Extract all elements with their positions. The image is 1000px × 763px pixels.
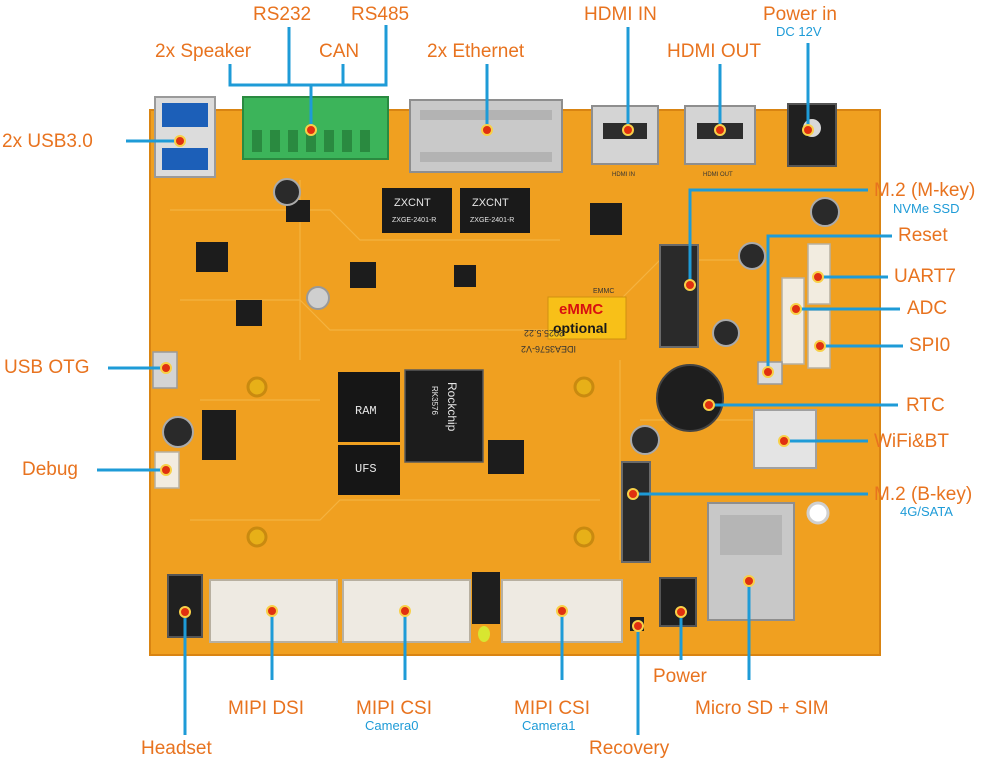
label-usb3: 2x USB3.0	[2, 131, 93, 152]
markers	[160, 124, 826, 632]
label-adc: ADC	[907, 298, 948, 319]
label-rs485: RS485	[351, 4, 410, 25]
mounting-holes	[246, 286, 830, 548]
m2-m-key-slot	[659, 244, 699, 348]
emmc-badge	[547, 296, 627, 340]
emmc-silk: EMMC	[593, 288, 614, 295]
label-debug: Debug	[22, 459, 78, 480]
label-mipi-csi1: MIPI CSI	[514, 698, 591, 719]
label-spi0: SPI0	[909, 335, 951, 356]
label-mipi-csi0: MIPI CSI	[356, 698, 433, 719]
label-mipi-csi0-sub: Camera0	[365, 718, 419, 733]
label-recovery: Recovery	[589, 738, 670, 759]
label-power-in: Power in	[763, 4, 837, 25]
emmc-badge-line2: optional	[553, 320, 607, 336]
m2-b-key-slot	[621, 461, 651, 563]
camera-led	[472, 572, 500, 624]
ufs-label: UFS	[355, 462, 377, 476]
ethernet-chip-2-label: ZXCNT	[472, 197, 509, 209]
adc-header	[781, 277, 805, 365]
hdmi-in-silk: HDMI IN	[612, 172, 635, 178]
spi0-header	[807, 309, 831, 369]
ethernet-chip-2	[460, 188, 530, 233]
label-m2-b-key: M.2 (B-key)	[874, 484, 973, 505]
ethernet-chip-1-part: ZXGE-2401-R	[392, 217, 436, 224]
label-can: CAN	[319, 41, 360, 62]
label-m2-m-key-sub: NVMe SSD	[893, 201, 960, 216]
label-power: Power	[653, 666, 707, 687]
ethernet-chip-1-label: ZXCNT	[394, 197, 431, 209]
label-usb-otg: USB OTG	[4, 357, 90, 378]
ram-label: RAM	[355, 404, 377, 418]
label-headset: Headset	[141, 738, 212, 759]
ethernet-chip-2-part: ZXGE-2401-R	[470, 217, 514, 224]
label-speaker: 2x Speaker	[155, 41, 252, 62]
label-hdmi-in: HDMI IN	[584, 4, 657, 25]
soc-brand: Rockchip	[445, 382, 459, 432]
ram-chip	[338, 372, 400, 442]
leader-lines	[97, 25, 903, 735]
label-reset: Reset	[898, 225, 948, 246]
rtc-battery	[656, 364, 724, 432]
label-wifi-bt: WiFi&BT	[874, 431, 949, 452]
label-m2-m-key: M.2 (M-key)	[874, 180, 976, 201]
label-mipi-csi1-sub: Camera1	[522, 718, 576, 733]
label-power-in-sub: DC 12V	[776, 24, 822, 39]
hdmi-out-silk: HDMI OUT	[703, 172, 733, 178]
pmic-chip	[488, 440, 524, 474]
label-uart7: UART7	[894, 266, 956, 287]
soc-model: RK3576	[430, 386, 439, 415]
label-hdmi-out: HDMI OUT	[667, 41, 761, 62]
label-microsd-sim: Micro SD + SIM	[695, 698, 829, 719]
ufs-chip	[338, 445, 400, 495]
label-ethernet: 2x Ethernet	[427, 41, 525, 62]
label-rs232: RS232	[253, 4, 312, 25]
label-rtc: RTC	[906, 395, 945, 416]
silkscreen-date: 2025.5.22	[524, 328, 564, 338]
capacitors	[162, 178, 840, 455]
dc-jack	[787, 103, 837, 167]
ethernet-chip-1	[382, 188, 452, 233]
silkscreen-model: IDEA3576-V2	[521, 344, 576, 354]
power-switch	[659, 577, 697, 627]
soc-chip	[404, 369, 484, 463]
emmc-badge-line1: eMMC	[559, 301, 603, 318]
label-mipi-dsi: MIPI DSI	[228, 698, 305, 719]
label-m2-b-key-sub: 4G/SATA	[900, 504, 953, 519]
